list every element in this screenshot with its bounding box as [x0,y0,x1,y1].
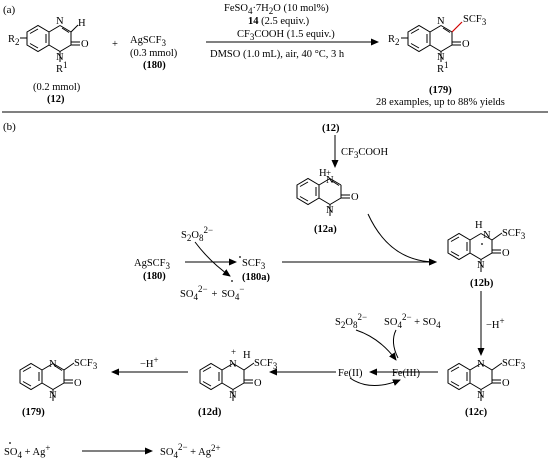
i12c-scf3: SCF3 [502,358,526,371]
deprotonation-label: −H+ [486,316,505,331]
i12c-o-atom: O [502,378,510,389]
reactant-12-structure [20,24,80,62]
sulfate-products: SO42−+SO4− [180,284,244,302]
reactant-12-id: (12) [47,94,65,105]
reagent-180-id: (180) [143,60,166,71]
product-179-o-atom: O [462,39,470,50]
persulfate-top: S2O82− [181,225,213,243]
i12b-id: (12b) [470,278,494,289]
fe-product-release-arc [392,329,399,359]
product-179-scf3: SCF3 [463,14,487,27]
p179b-scf3: SCF3 [74,358,98,371]
fe-regeneration-arc [349,377,401,386]
start-12-label: (12) [322,123,340,134]
i12d-h-atom: H [243,350,251,361]
product-179-r2: R2 [388,34,400,47]
i12b-n-atom: N [483,230,491,241]
product-179-r1: R1 [437,60,449,75]
product-179-id: (179) [429,85,452,96]
conditions-line-4: DMSO (1.0 mL), air, 40 °C, 3 h [210,49,345,60]
i12d-n-atom: N [229,359,237,370]
fe2-label: Fe(II) [338,368,363,379]
intermediate-12b-structure [447,232,503,272]
reactant-12-r2: R2 [8,34,20,47]
i12d-o-atom: O [254,378,262,389]
i12b-radical-dot [481,243,483,245]
reactant-12-h-atom: H [78,18,86,29]
i12a-n-atom: N [326,175,334,186]
fe3-label: Fe(III) [392,368,420,379]
intermediate-12a-structure [296,177,350,216]
i12d-n1-atom: N [229,390,237,401]
i12d-scf3: SCF3 [254,358,278,371]
silver-rhs: SO42− + Ag2+ [160,442,221,460]
i12b-o-atom: O [502,248,510,259]
i12d-id: (12d) [198,407,222,418]
scf3-radical-formula: SCF3 [242,258,266,271]
persulfate-curved-arrow [194,241,231,277]
i12a-h-atom: H [319,168,327,179]
p179b-n1-atom: N [49,390,57,401]
i12b-n1-atom: N [477,260,485,271]
silver-lhs: SO4 + Ag+ [4,443,50,460]
reactant-12-amount: (0.2 mmol) [33,82,81,93]
i12a-plus: + [326,168,331,178]
p179b-id: (179) [22,407,45,418]
plus-sign: + [112,39,118,50]
fe2-to-fe3-arc [355,329,397,361]
i12c-n-atom: N [477,359,485,370]
intermediate-12d-structure [199,362,255,401]
reactant-12-r1: R1 [56,60,68,75]
p179b-o-atom: O [74,378,82,389]
product-179-note: 28 examples, up to 88% yields [376,97,505,108]
scf3-radical-dot [239,256,241,258]
fe-cycle-persulfate: S2O82− [335,312,367,330]
conditions-line-1: FeSO4·7H2O (10 mol%) [224,3,329,16]
addition-curved-arrow [367,213,437,266]
silver-sulfate-radical-dot [9,442,11,444]
i12b-scf3: SCF3 [502,228,526,241]
product-179-n-atom: N [437,16,445,27]
scf3-radical-id: (180a) [242,272,270,283]
conditions-line-2: 14 (2.5 equiv.) [248,16,310,27]
sulfate-radical-dot [231,280,233,282]
reactant-12-n-atom: N [56,16,64,27]
reactant-12-o-atom: O [81,39,89,50]
i12d-plus: + [231,347,236,357]
i12b-h-atom: H [475,220,483,231]
product-179b-structure [19,362,75,401]
final-step-label: −H+ [140,355,159,370]
i12c-id: (12c) [465,407,488,418]
i12a-n1-atom: N [326,205,334,216]
p179b-n-atom: N [49,359,57,370]
agscf3-formula: AgSCF3 [134,258,171,271]
product-179-structure [401,24,461,62]
i12a-o-atom: O [351,192,359,203]
product-179-n1-atom: N [437,52,445,63]
reagent-180-amount: (0.3 mmol) [130,48,178,59]
fe-cycle-products: SO42− + SO4 [384,312,441,330]
panel-b-label: (b) [3,121,16,133]
i12c-n1-atom: N [477,390,485,401]
panel-a-label: (a) [3,4,16,16]
i12a-id: (12a) [314,224,337,235]
agscf3-id: (180) [143,271,166,282]
reactant-12-n1-atom: N [56,52,64,63]
acid-label: CF3COOH [341,147,389,160]
intermediate-12c-structure [447,362,503,401]
new-c-s-bond [451,21,463,33]
reagent-180-formula: AgSCF3 [130,35,167,48]
conditions-line-3: CF3COOH (1.5 equiv.) [237,29,335,42]
